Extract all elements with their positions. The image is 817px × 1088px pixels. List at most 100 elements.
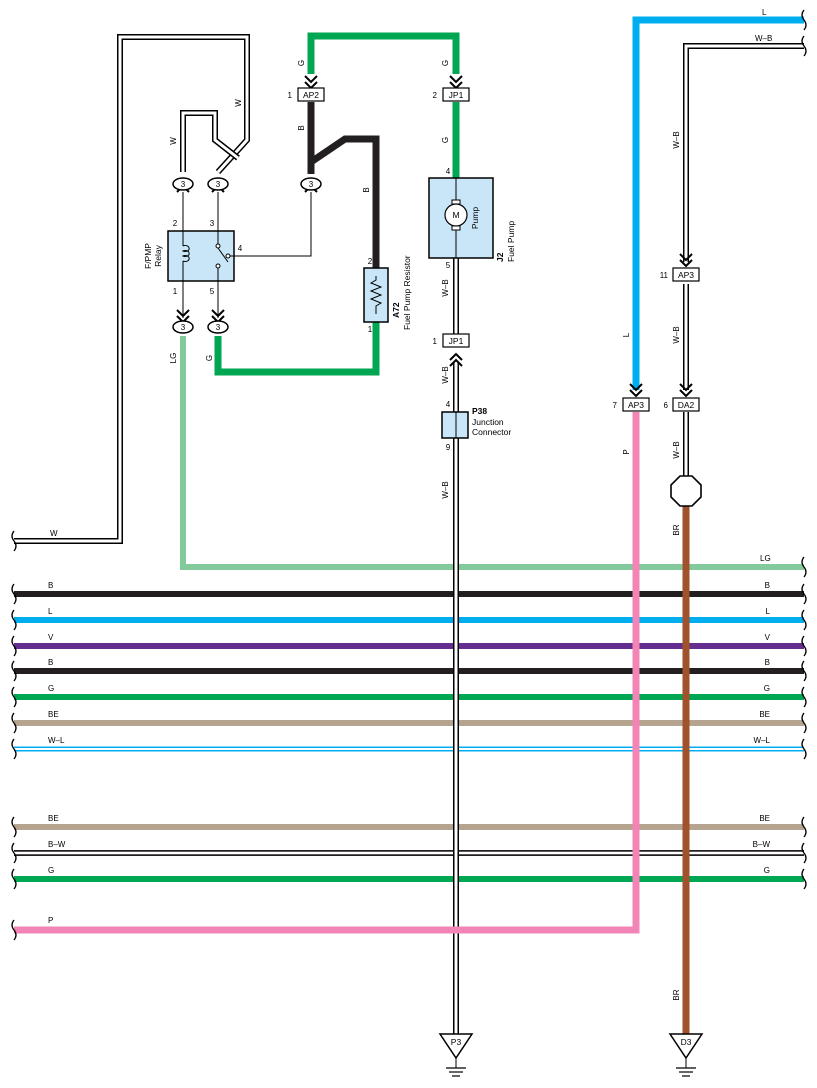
break-mark: [801, 35, 807, 57]
bus-wire-label-right: G: [764, 684, 770, 693]
resistor-pin-2: 2: [368, 257, 373, 266]
pump-motor-m: M: [452, 210, 459, 220]
junction-name-2: Connector: [472, 427, 511, 437]
bus-wire-label-right: B: [765, 581, 770, 590]
wire-label-wb-right-lower: W–B: [672, 441, 681, 458]
svg-text:2: 2: [433, 91, 438, 100]
bus-wire-label-left: W–L: [48, 736, 65, 745]
wire-label-wb-top: W–B: [755, 34, 772, 43]
wire-label-wb-jp1: W–B: [441, 366, 450, 383]
break-mark: [11, 868, 17, 890]
break-mark: [11, 530, 17, 552]
l-wire-right: [632, 16, 804, 390]
relay-sub: Relay: [153, 244, 163, 266]
svg-text:3: 3: [216, 323, 221, 332]
relay-pin-5: 5: [210, 287, 215, 296]
bus-wire-label-left: B: [48, 658, 53, 667]
bus-wire-label-right: V: [765, 633, 771, 642]
wire-label-br-upper: BR: [672, 524, 681, 535]
fpmp-relay: [167, 230, 235, 282]
wire-label-b-resistor: B: [362, 187, 371, 192]
wire-label-g-ap2: G: [297, 60, 306, 66]
relay-pin-3: 3: [210, 219, 215, 228]
resistor-code: A72: [391, 302, 401, 318]
ground-d3: [668, 1033, 704, 1077]
svg-text:JP1: JP1: [449, 90, 464, 100]
bus-wire-label-left: L: [48, 607, 53, 616]
svg-text:1: 1: [433, 337, 438, 346]
break-mark: [11, 635, 17, 657]
wire-label-l-ap3: L: [622, 332, 631, 337]
relay-name: F/PMP: [143, 243, 153, 269]
break-mark: [801, 712, 807, 734]
break-mark: [801, 609, 807, 631]
black-wire-resistor: [309, 135, 380, 268]
lg-wire: [180, 336, 804, 570]
break-mark: [801, 635, 807, 657]
bus-wire-label-left: B: [48, 581, 53, 590]
connector-ap2: AP2 1: [288, 75, 325, 102]
pump-pin-5: 5: [446, 261, 451, 270]
splice-relay-5: 3: [207, 309, 229, 334]
resistor-pin-1: 1: [368, 325, 373, 334]
bus-wire-label-left: V: [48, 633, 54, 642]
wire-label-g-relay: G: [205, 355, 214, 361]
svg-text:3: 3: [216, 180, 221, 189]
junction-name-1: Junction: [472, 417, 504, 427]
break-mark: [801, 868, 807, 890]
junction-code: P38: [472, 406, 487, 416]
wire-label-w-left: W: [50, 529, 58, 538]
ground-d3-label: D3: [681, 1037, 692, 1047]
break-mark: [801, 738, 807, 760]
green-wire-relay-resistor: [214, 322, 380, 376]
wire-label-p-right: P: [622, 449, 631, 454]
relay-pin-4: 4: [238, 244, 243, 253]
junction-pin-4: 4: [446, 400, 451, 409]
bus-wire-label-left: BE: [48, 710, 59, 719]
bus-wire-label-right: BE: [759, 710, 770, 719]
relay-pin-2: 2: [173, 219, 178, 228]
break-mark: [11, 660, 17, 682]
wire-label-wb-junction: W–B: [441, 481, 450, 498]
wire-label-br-lower: BR: [672, 989, 681, 1000]
break-mark: [11, 712, 17, 734]
connector-jp1-mid: JP1 1: [433, 333, 470, 367]
junction-pin-9: 9: [446, 443, 451, 452]
svg-text:6: 6: [664, 401, 669, 410]
splice-relay-3: 3: [207, 177, 229, 193]
break-mark: [11, 738, 17, 760]
splice-pin4: 3: [300, 177, 322, 193]
wire-label-wb-right-upper: W–B: [672, 131, 681, 148]
bus-wire-label-left: G: [48, 684, 54, 693]
fuel-pump: [428, 177, 494, 259]
ground-p3: [438, 1033, 474, 1077]
svg-text:AP3: AP3: [678, 270, 694, 280]
bus-wire-label-right: BE: [759, 814, 770, 823]
svg-text:DA2: DA2: [678, 400, 695, 410]
relay-pin-1: 1: [173, 287, 178, 296]
octagon-splice: [670, 475, 702, 507]
bus-wire-label-right: W–L: [754, 736, 771, 745]
break-mark: [801, 9, 807, 31]
break-mark: [801, 816, 807, 838]
splice-relay-1: 3: [172, 309, 194, 334]
break-mark: [801, 686, 807, 708]
ground-p3-label: P3: [451, 1037, 462, 1047]
break-mark: [801, 842, 807, 864]
wire-label-w-top: W: [234, 99, 243, 107]
junction-connector: [441, 411, 469, 439]
wire-label-wb-right-mid: W–B: [672, 326, 681, 343]
splice-relay-2: 3: [172, 177, 194, 193]
break-marks: [11, 9, 807, 941]
p-wire: [14, 412, 640, 934]
wire-label-wb-pump: W–B: [441, 279, 450, 296]
break-mark: [11, 583, 17, 605]
bus-wire-label-left: G: [48, 866, 54, 875]
